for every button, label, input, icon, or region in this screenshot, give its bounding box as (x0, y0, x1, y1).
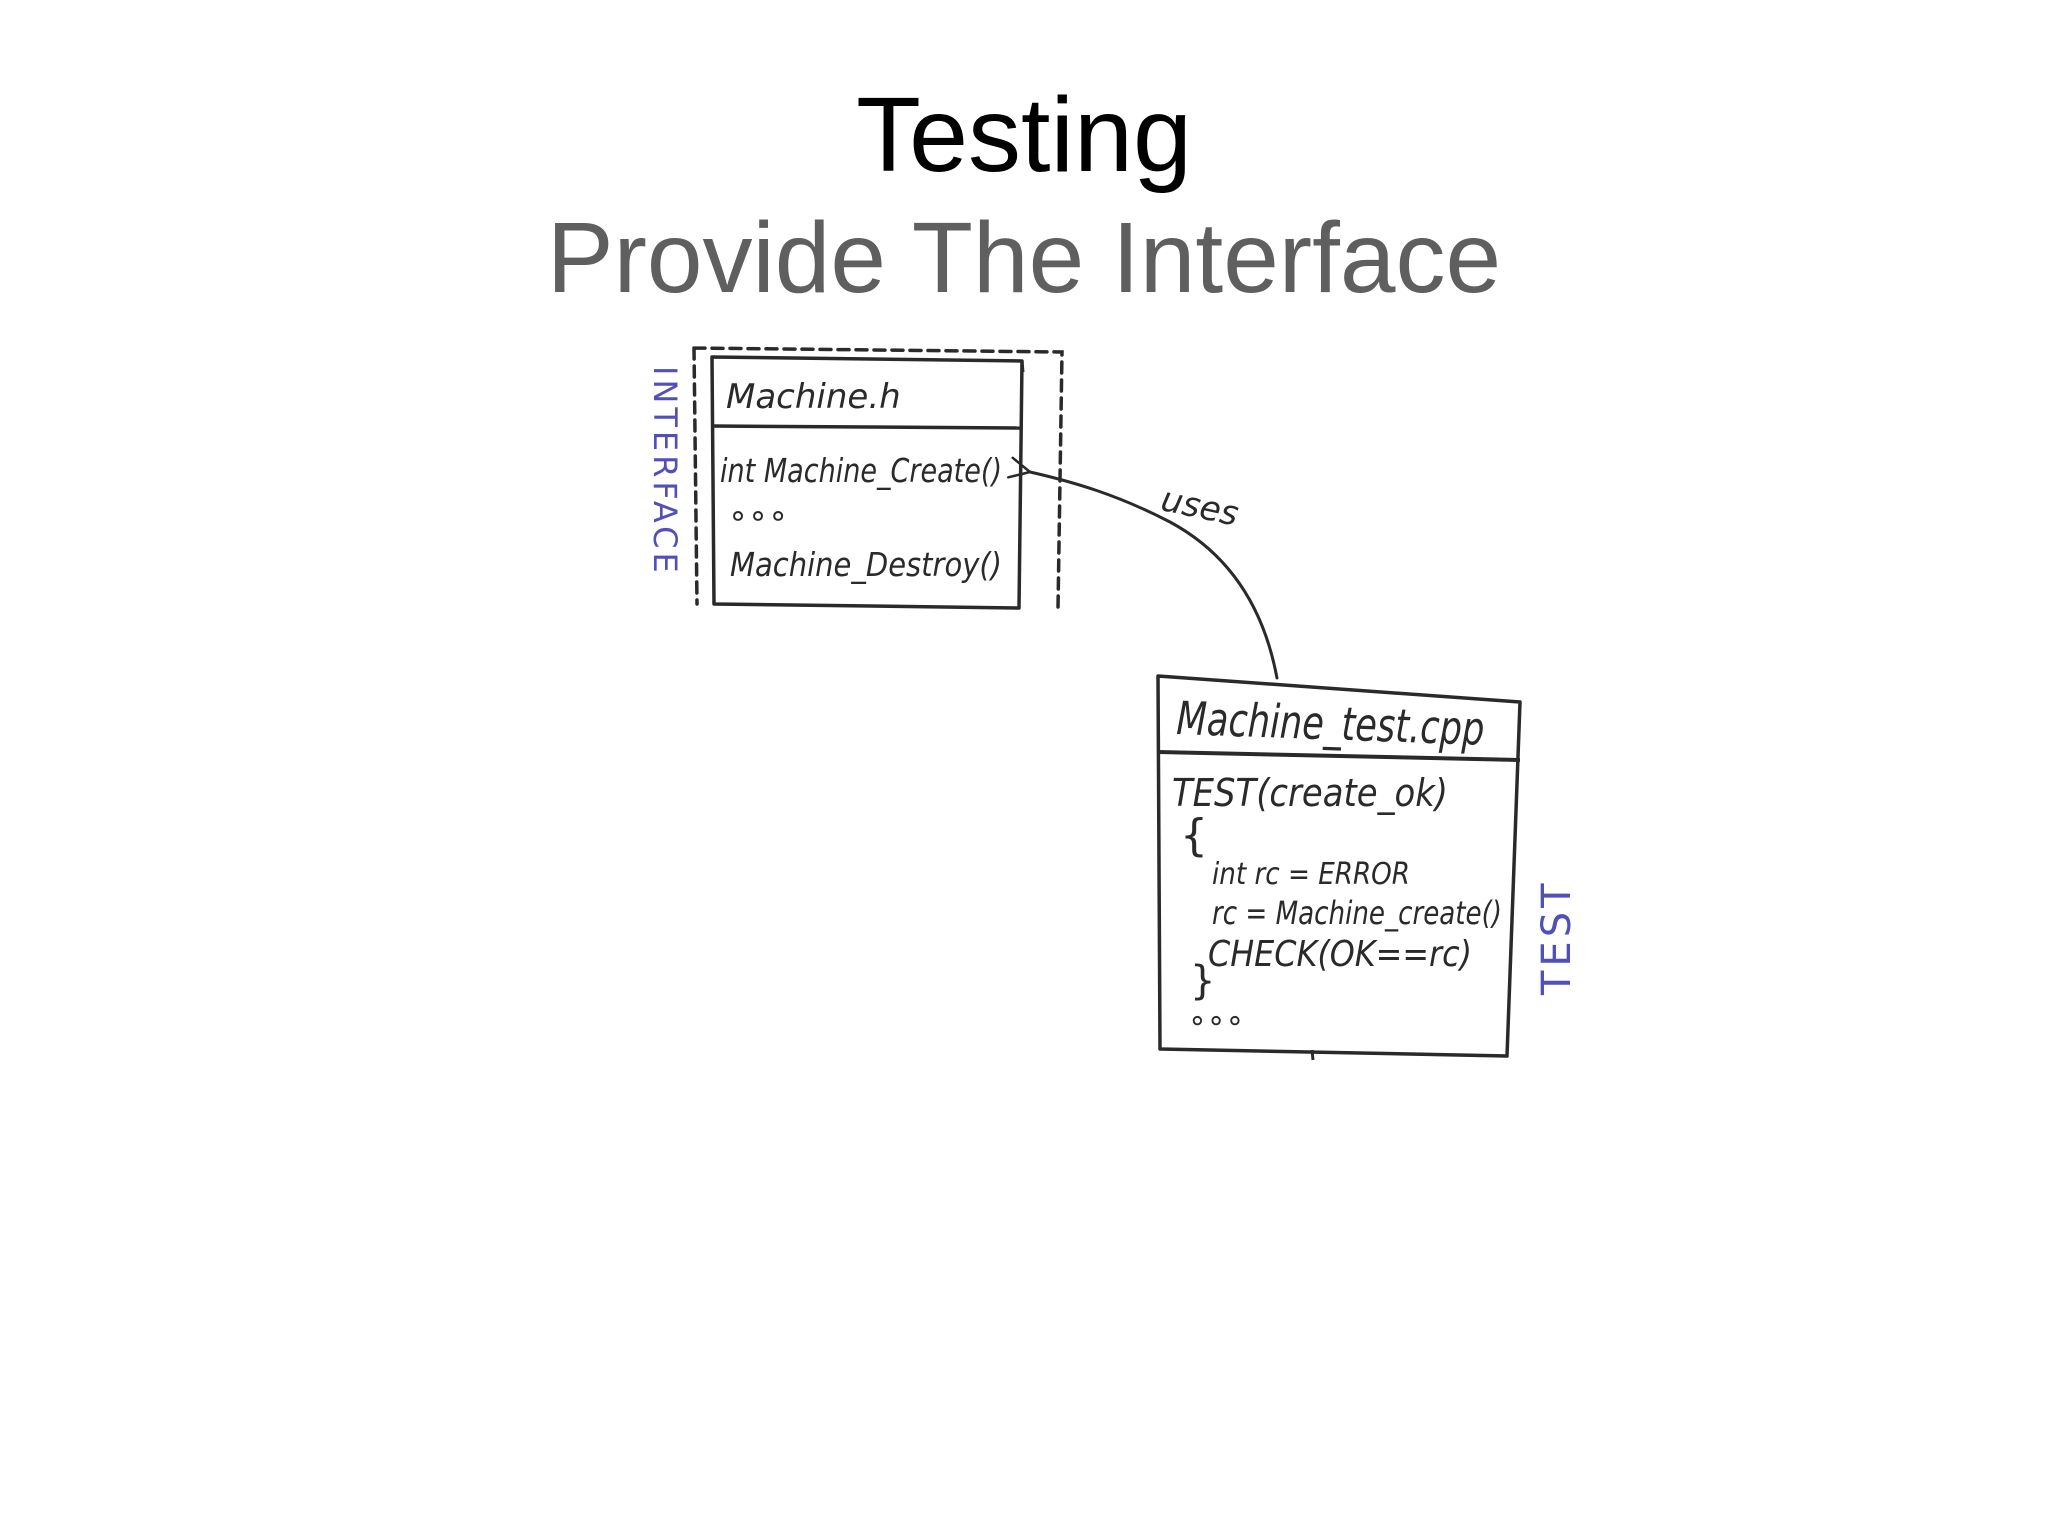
test-line-check: CHECK(OK==rc) (1208, 934, 1472, 975)
slide-title: Testing (856, 76, 1192, 194)
header-line-ellipsis: ∘∘∘ (728, 496, 788, 534)
header-line-destroy: Machine_Destroy() (730, 545, 1002, 584)
test-line-open-brace: { (1180, 810, 1208, 861)
uses-label: uses (1158, 479, 1243, 534)
test-file-box: Machine_test.cpp TEST(create_ok) { int r… (1156, 674, 1522, 1061)
uses-arrow (1007, 456, 1279, 680)
test-line-close-brace: } (1190, 958, 1215, 1004)
test-line-test-macro: TEST(create_ok) (1172, 771, 1448, 815)
test-line-ellipsis: ∘∘∘ (1188, 1003, 1244, 1038)
interface-label: INTERFACE (646, 366, 684, 577)
test-label: TEST (1534, 879, 1580, 996)
test-line-assign-rc: rc = Machine_create() (1212, 894, 1502, 932)
header-filename: Machine.h (726, 377, 901, 417)
slide-subtitle: Provide The Interface (546, 202, 1502, 314)
header-line-create: int Machine_Create() (720, 451, 1002, 490)
test-filename: Machine_test.cpp (1176, 691, 1486, 756)
header-file-box: Machine.h int Machine_Create() ∘∘∘ Machi… (710, 355, 1025, 610)
test-line-declare-rc: int rc = ERROR (1212, 857, 1410, 892)
interface-boundary (692, 346, 1064, 610)
